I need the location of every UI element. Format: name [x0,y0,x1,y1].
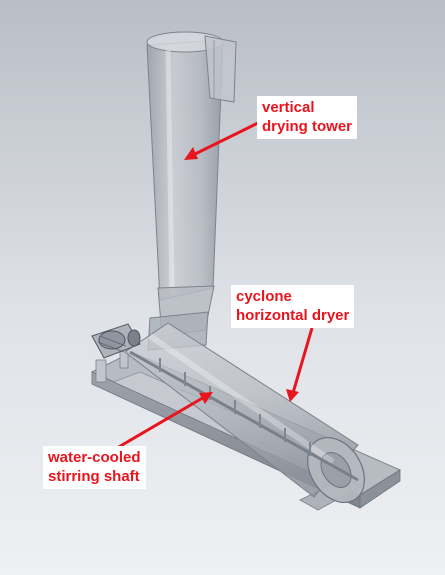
arrow-tower [184,121,259,160]
label-water-cooled-stirring-shaft: water-cooled stirring shaft [43,446,146,489]
arrow-shaft [116,392,213,450]
cyclone-horizontal-dryer [124,322,365,503]
label-shaft-line2: stirring shaft [48,468,140,485]
arrow-dryer [286,327,314,402]
label-cyclone-horizontal-dryer: cyclone horizontal dryer [231,285,355,328]
label-shaft-line1: water-cooled [48,449,141,466]
label-tower-line1: vertical [262,99,315,116]
label-vertical-drying-tower: vertical drying tower [257,96,358,139]
label-dryer-line1: cyclone [236,288,292,305]
drive-motor [91,323,141,359]
label-tower-line2: drying tower [262,118,353,135]
label-dryer-line2: horizontal dryer [236,307,350,324]
